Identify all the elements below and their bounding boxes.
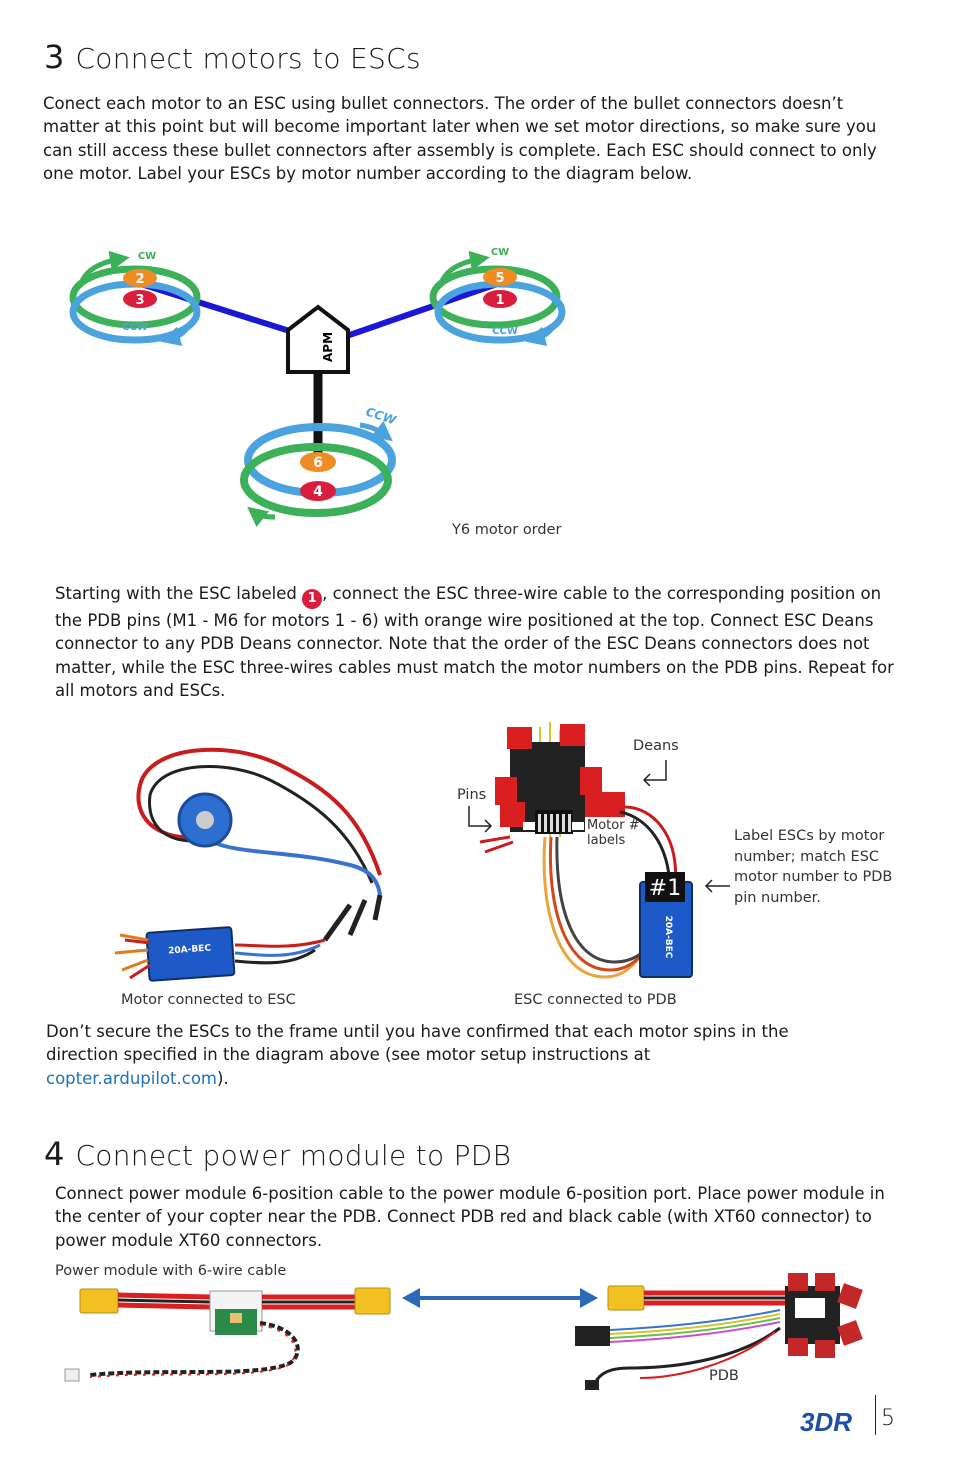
esc-pdb-photo: #1 20A-BEC [479, 722, 693, 979]
pdb-photo [575, 1273, 863, 1390]
section-number: 3 [44, 38, 65, 76]
ccw-label: CCW [492, 326, 518, 337]
apm-label: APM [321, 332, 335, 362]
connection-double-arrow-icon [402, 1288, 598, 1308]
y6-motor-diagram: APM CW CCW 2 3 CW CCW 5 1 CCW CW 6 [69, 247, 566, 530]
motor-number-4: 4 [313, 484, 323, 500]
secure-escs-note: Don’t secure the ESCs to the frame until… [46, 1022, 789, 1088]
motor-number-2: 2 [135, 272, 144, 287]
ccw-label: CCW [364, 405, 398, 428]
section-title: Connect power module to PDB [75, 1139, 512, 1172]
motor-number-6: 6 [313, 455, 323, 471]
motor-esc-caption: Motor connected to ESC [121, 992, 296, 1008]
cw-label: CW [491, 247, 509, 258]
section-number: 4 [44, 1135, 65, 1173]
motor-number-3: 3 [135, 293, 144, 308]
right-arm [334, 280, 501, 343]
esc-tag: #1 [649, 876, 681, 901]
esc-print-right: 20A-BEC [663, 916, 673, 959]
3dr-logo: 3DR [800, 1407, 853, 1437]
cw-label: CW [307, 516, 329, 530]
esc-one-badge: 1 [302, 589, 323, 609]
label-arrow-icon [704, 879, 730, 893]
motor-esc-photo: 20A-BEC [114, 747, 383, 982]
power-module-caption: Power module with 6-wire cable [55, 1263, 287, 1279]
esc-instructions: Starting with the ESC labeled 1, connect… [55, 584, 894, 700]
motor-number-1: 1 [495, 293, 504, 308]
esc-pdb-caption: ESC connected to PDB [514, 992, 677, 1008]
section-title: Connect motors to ESCs [75, 42, 421, 75]
footer-divider [875, 1395, 876, 1435]
ardupilot-link[interactable]: copter.ardupilot.com [46, 1068, 218, 1088]
deans-arrow-icon [642, 760, 667, 786]
pins-label: Pins [457, 787, 487, 803]
esc-print-left: 20A-BEC [168, 944, 212, 957]
deans-label: Deans [633, 738, 679, 754]
motor-left: CW CCW 2 3 [69, 250, 201, 347]
power-module-photo [64, 1287, 391, 1382]
diagram-caption: Y6 motor order [452, 522, 562, 538]
apm-controller: APM [286, 304, 350, 374]
pdb-caption: PDB [709, 1368, 739, 1384]
section-4-heading: 4 Connect power module to PDB [44, 1135, 511, 1173]
label-escs-note: Label ESCs by motor number; match ESC mo… [734, 828, 893, 906]
pins-arrow-icon [468, 806, 493, 833]
section-3-intro: Conect each motor to an ESC using bullet… [43, 94, 877, 183]
motor-tail: CCW CW 6 4 [240, 405, 398, 530]
section-3-heading: 3 Connect motors to ESCs [44, 38, 421, 76]
motor-labels-label: Motor # labels [587, 818, 640, 848]
ccw-label: CCW [122, 322, 148, 333]
section-4-intro: Connect power module 6-position cable to… [55, 1184, 885, 1250]
motor-right: CW CCW 5 1 [429, 247, 566, 347]
motor-number-5: 5 [495, 271, 504, 286]
page-number: 5 [881, 1406, 895, 1431]
cw-label: CW [138, 251, 156, 262]
